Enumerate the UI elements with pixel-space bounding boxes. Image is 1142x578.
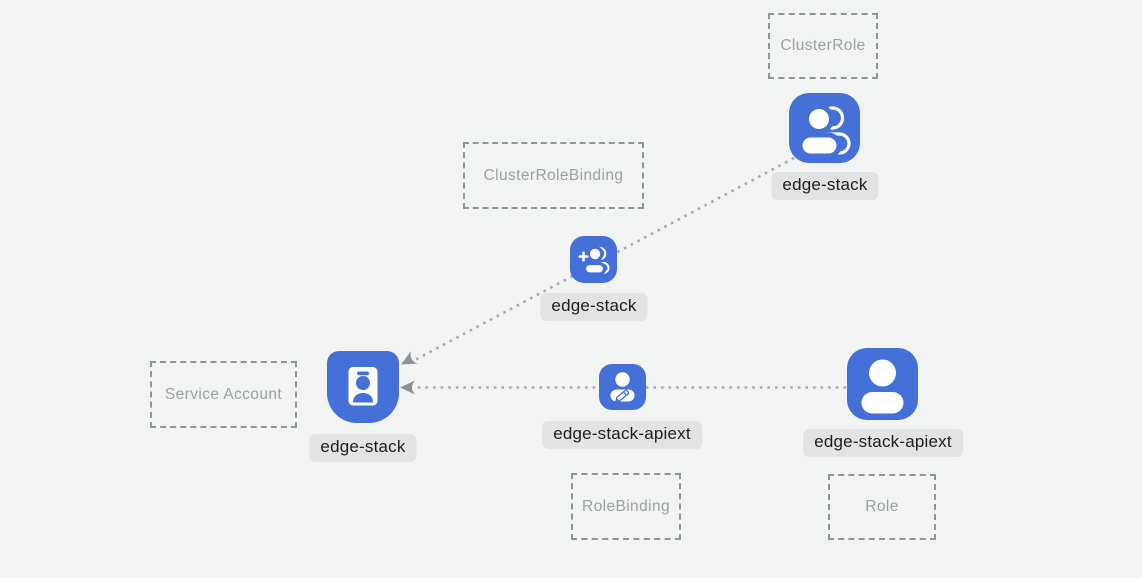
node-label-clusterrolebinding: edge-stack (540, 293, 648, 321)
id-badge-icon (327, 351, 399, 423)
node-label-serviceaccount: edge-stack (309, 434, 417, 462)
user-icon (847, 348, 918, 420)
users-icon (789, 93, 860, 163)
user-plus-icon (570, 236, 617, 283)
type-box-clusterrole: ClusterRole (768, 13, 878, 79)
type-box-service-account: Service Account (150, 361, 297, 428)
type-box-label: ClusterRoleBinding (483, 166, 624, 184)
type-box-clusterrolebinding: ClusterRoleBinding (463, 142, 644, 209)
edge-role-to-serviceaccount (400, 380, 846, 395)
arrowhead-icon (400, 380, 415, 395)
node-label-rolebinding: edge-stack-apiext (542, 421, 702, 449)
type-box-rolebinding: RoleBinding (571, 473, 681, 540)
type-box-role: Role (828, 474, 936, 540)
node-label-role: edge-stack-apiext (803, 429, 963, 457)
type-box-label: ClusterRole (780, 37, 866, 54)
type-box-label: Service Account (164, 385, 283, 403)
type-box-label: Role (865, 498, 899, 515)
arrowhead-icon (401, 351, 418, 365)
type-box-label: RoleBinding (582, 497, 670, 515)
node-label-clusterrole: edge-stack (771, 172, 879, 200)
user-edit-icon (599, 364, 646, 410)
